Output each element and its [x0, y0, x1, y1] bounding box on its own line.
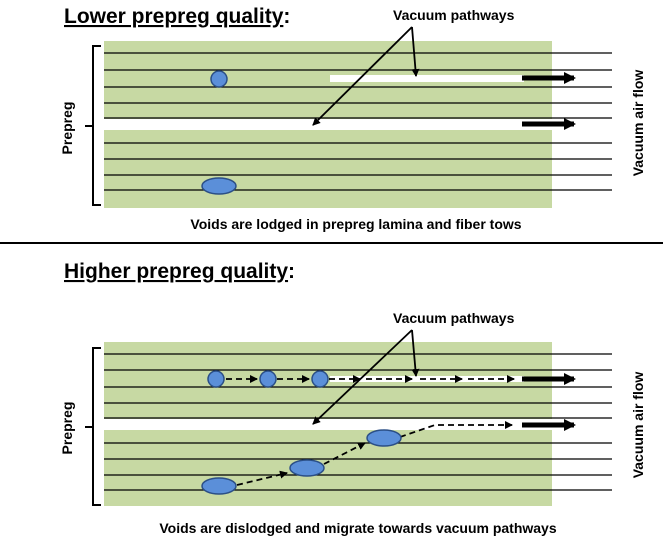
top-void-small: [210, 70, 228, 88]
bottom-callout-label: Vacuum pathways: [393, 310, 515, 326]
bottom-flow-label: Vacuum air flow: [630, 372, 646, 479]
top-lower-laminate: [104, 130, 552, 208]
bottom-fiber-lines: [104, 353, 612, 491]
bottom-lower-laminate: [104, 430, 552, 506]
bottom-caption: Voids are dislodged and migrate towards …: [159, 520, 556, 536]
bottom-panel-title: Higher prepreg quality:: [64, 260, 295, 283]
bottom-callout-arrow-2: [312, 329, 413, 425]
top-callout-arrow-2: [312, 26, 413, 126]
top-prepreg-label: Prepreg: [59, 102, 75, 155]
top-flow-label: Vacuum air flow: [630, 70, 646, 177]
top-void-large: [201, 177, 237, 195]
bottom-void-3: [311, 370, 329, 388]
bottom-void-4: [201, 477, 237, 495]
bottom-prepreg-label: Prepreg: [59, 402, 75, 455]
top-panel-title: Lower prepreg quality:: [64, 5, 290, 28]
top-fiber-lines: [104, 52, 612, 191]
bottom-panel: Higher prepreg quality: Prepreg: [59, 260, 646, 536]
bottom-void-2: [259, 370, 277, 388]
bottom-prepreg-bracket: [85, 347, 101, 506]
bottom-callout-arrow-1: [411, 329, 420, 377]
top-prepreg-bracket: [85, 45, 101, 206]
bottom-void-6: [366, 429, 402, 447]
bottom-lower-migration-path: [236, 421, 513, 486]
bottom-void-5: [289, 459, 325, 477]
bottom-void-1: [207, 370, 225, 388]
top-callout-arrow-1: [411, 26, 420, 77]
top-caption: Voids are lodged in prepreg lamina and f…: [190, 216, 521, 232]
top-panel: Lower prepreg quality: Prepreg Vacuum pa…: [59, 5, 646, 232]
bottom-vacuum-pathway-strip: [330, 376, 524, 382]
top-callout-label: Vacuum pathways: [393, 7, 515, 23]
top-vacuum-pathway-strip: [330, 75, 524, 82]
